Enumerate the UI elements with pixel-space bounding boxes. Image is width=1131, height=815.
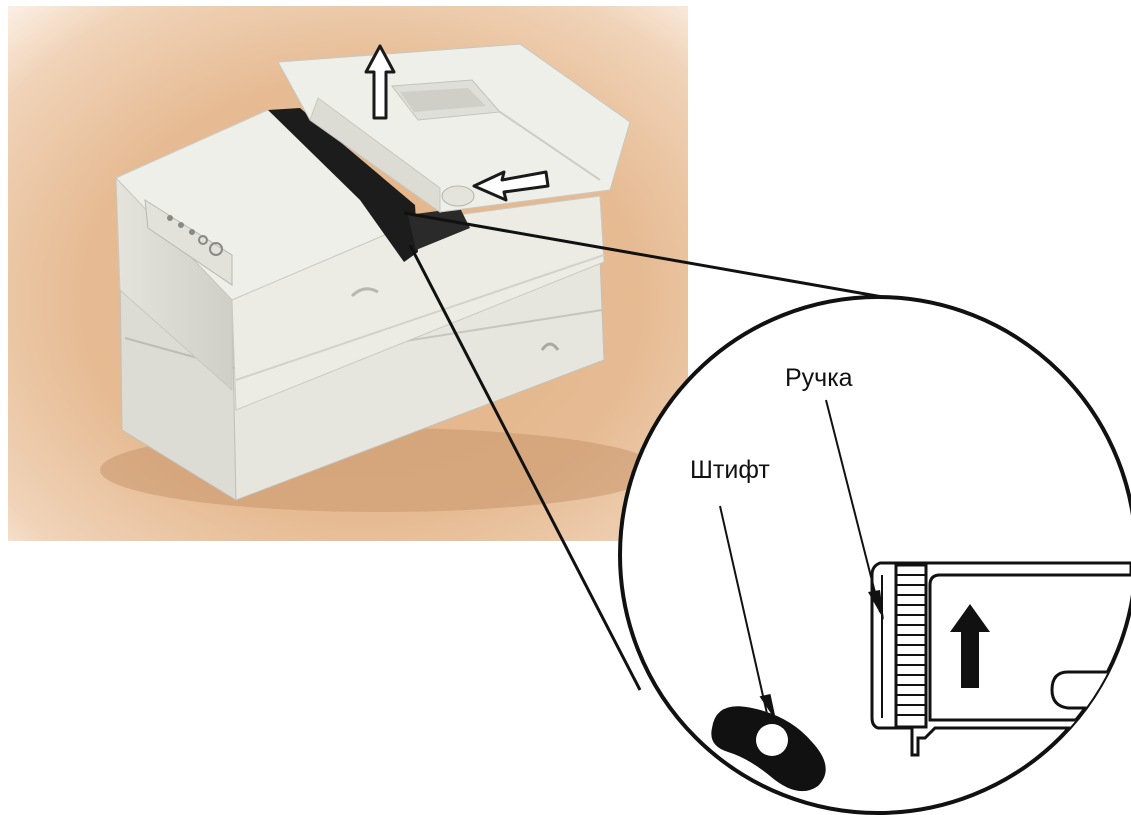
printer-opening <box>268 108 418 262</box>
magnifier-circle <box>618 295 1131 815</box>
lid-release-knob <box>441 185 475 207</box>
front-latch <box>350 287 379 298</box>
detail-magnifier: Ручка Штифт <box>618 295 1131 815</box>
pin <box>711 706 826 792</box>
handle-pointer-arrowhead <box>868 590 884 620</box>
pin-label: Штифт <box>690 456 770 484</box>
front-seam <box>235 254 605 381</box>
base-notch <box>540 342 560 351</box>
up-arrow-icon <box>364 44 396 120</box>
panel-button-3 <box>189 229 195 235</box>
lid-slot-inner <box>400 88 486 112</box>
lid-side <box>309 97 441 213</box>
printer-photo <box>8 6 688 541</box>
panel-button-2 <box>178 222 184 228</box>
ribbed-knob <box>894 563 928 729</box>
callout-line-lower <box>408 244 642 691</box>
pin-hole <box>756 724 788 756</box>
pin-pointer-arrowhead <box>759 693 777 722</box>
panel-button-4 <box>198 235 208 245</box>
handle-direction-arrow <box>950 604 990 688</box>
handle-pointer-line <box>825 399 881 613</box>
opening-inner <box>408 208 470 250</box>
panel-dial <box>209 242 223 256</box>
left-arrow-icon <box>472 170 550 202</box>
pin-pointer-line <box>719 505 769 719</box>
callout-line-upper <box>403 211 901 302</box>
panel-button-1 <box>167 215 173 221</box>
handle-label: Ручка <box>785 364 853 392</box>
callout-lines <box>403 211 901 691</box>
lid-seam <box>499 111 601 181</box>
